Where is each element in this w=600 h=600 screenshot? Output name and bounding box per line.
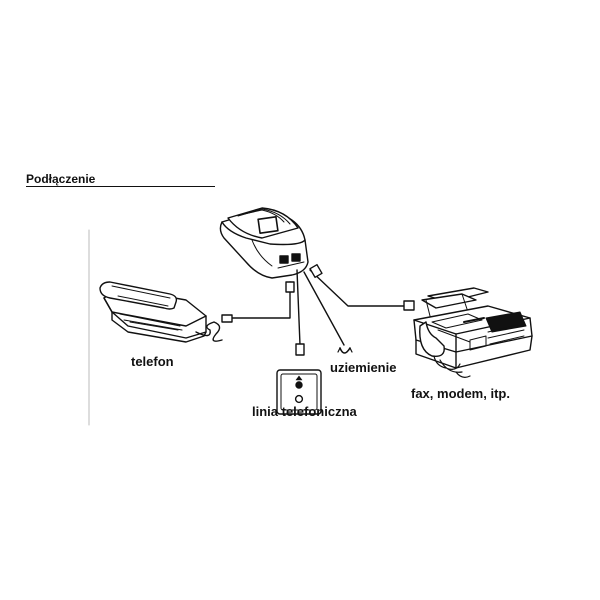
label-fax-modem: fax, modem, itp.	[411, 386, 510, 401]
label-uziemienie: uziemienie	[330, 360, 397, 375]
section-heading: Podłączenie	[26, 172, 96, 186]
label-telefon: telefon	[131, 354, 174, 369]
label-linia-telefoniczna: linia telefoniczna	[252, 404, 357, 419]
wall-socket-icon	[277, 370, 321, 414]
cable-lines	[222, 265, 414, 355]
central-device-icon	[220, 208, 308, 278]
fax-machine-icon	[414, 288, 532, 377]
telephone-icon	[100, 282, 222, 342]
heading-underline	[26, 186, 215, 187]
